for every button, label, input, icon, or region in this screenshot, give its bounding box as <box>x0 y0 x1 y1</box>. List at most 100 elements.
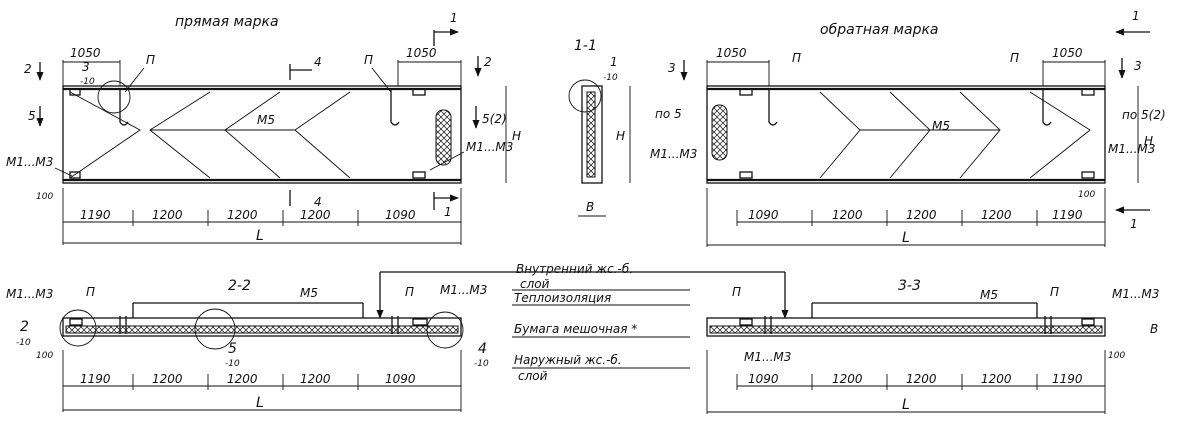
front-cut4-bottom: 4 <box>314 195 322 209</box>
s33-dim-2: 1200 <box>832 372 863 386</box>
reverse-loop-label-right: П <box>1010 51 1019 65</box>
front-dim-5: 1090 <box>385 208 416 222</box>
s22-edge: 100 <box>36 351 53 361</box>
s22-c2-sub: -10 <box>16 338 31 348</box>
s22-title: 2-2 <box>228 278 251 294</box>
front-embed-left: M1...M3 <box>6 155 53 169</box>
reverse-cut1-top: 1 <box>1132 9 1140 23</box>
layer-legend: Внутренний жс.-б. слой Теплоизоляция Бум… <box>376 262 789 383</box>
front-view: прямая марка M5 П П 3 -10 M1...M3 M1...M… <box>6 11 521 245</box>
layer-outer-2: слой <box>518 369 548 383</box>
s33-title: 3-3 <box>898 278 921 294</box>
s33-dim-3: 1200 <box>906 372 937 386</box>
front-total: L <box>256 228 264 244</box>
front-panel-outline <box>62 85 462 184</box>
section-1-1: 1-1 1 -10 H B <box>568 38 631 217</box>
s22-embed-right: M1...M3 <box>440 283 487 297</box>
s22-c2: 2 <box>20 319 29 335</box>
s22-dim-1: 1190 <box>80 372 111 386</box>
reverse-edge: 100 <box>1078 190 1095 200</box>
reverse-dim-1: 1090 <box>748 208 779 222</box>
s11-title: 1-1 <box>574 38 597 54</box>
front-cut1-bottom: 1 <box>444 205 452 219</box>
s22-c5-sub: -10 <box>225 359 240 369</box>
s11-callout: 1 <box>610 55 618 69</box>
reverse-title: обратная марка <box>820 22 939 38</box>
reverse-po5b: по 5(2) <box>1122 108 1166 122</box>
s22-dim-2: 1200 <box>152 372 183 386</box>
front-edge: 100 <box>36 192 53 202</box>
front-height: H <box>512 129 521 143</box>
s22-c4: 4 <box>478 341 487 357</box>
section-3-3: 3-3 M5 П П M1...M3 M1...M3 B 100 1090 12… <box>706 278 1159 414</box>
s11-height: H <box>616 129 625 143</box>
s22-embed-left: M1...M3 <box>6 287 53 301</box>
s22-loop-left: П <box>86 285 95 299</box>
layer-outer-1: Наружный жс.-б. <box>514 353 622 367</box>
reverse-dim-4: 1200 <box>981 208 1012 222</box>
front-cut1-top: 1 <box>450 11 458 25</box>
s33-width: B <box>1150 322 1158 336</box>
s11-width: B <box>586 200 594 214</box>
front-embed-right: M1...M3 <box>466 140 513 154</box>
s33-embed-bottom: M1...M3 <box>744 350 791 364</box>
s11-callout-sub: -10 <box>603 73 618 83</box>
section-2-2: 2-2 M5 П П M1...M3 M1...M3 2 -10 5 -10 4… <box>6 278 489 412</box>
s33-dim-1: 1090 <box>748 372 779 386</box>
front-loop-right <box>390 88 400 126</box>
front-hatched-insert <box>435 109 452 166</box>
s22-dim-3: 1200 <box>227 372 258 386</box>
front-callout-sub: -10 <box>80 77 95 87</box>
reverse-cut1-bottom: 1 <box>1130 217 1138 231</box>
reverse-po5: по 5 <box>655 107 682 121</box>
front-dim-3: 1200 <box>227 208 258 222</box>
s22-total: L <box>256 395 264 411</box>
front-title: прямая марка <box>175 14 279 30</box>
reverse-loop-label-left: П <box>792 51 801 65</box>
front-mesh-label: M5 <box>257 113 275 127</box>
front-callout-num: 3 <box>82 60 90 74</box>
reverse-dim-5: 1190 <box>1052 208 1083 222</box>
front-loop-label-right: П <box>364 53 373 67</box>
front-cut2-right: 2 <box>484 55 492 69</box>
front-callout-circle <box>97 80 131 114</box>
s33-loop-right: П <box>1050 285 1059 299</box>
s22-c4-sub: -10 <box>474 359 489 369</box>
reverse-cut3-left: 3 <box>668 61 676 75</box>
s33-mesh: M5 <box>980 288 998 302</box>
s22-dim-4: 1200 <box>300 372 331 386</box>
reverse-total: L <box>902 230 910 246</box>
reverse-view: обратная марка M5 П П M1...M3 M1...M3 10… <box>650 9 1166 247</box>
s22-loop-right: П <box>405 285 414 299</box>
reverse-height: H <box>1144 134 1153 148</box>
layer-insulation: Теплоизоляция <box>514 291 611 305</box>
front-cut2-left: 2 <box>24 62 32 76</box>
reverse-dim-top-right: 1050 <box>1052 46 1083 60</box>
reverse-embed-left: M1...M3 <box>650 147 697 161</box>
layer-inner-1: Внутренний жс.-б. <box>516 262 633 276</box>
front-loop-label-left: П <box>146 53 155 67</box>
layer-paper: Бумага мешочная * <box>514 322 637 336</box>
s33-loop-left: П <box>732 285 741 299</box>
front-dim-top-right: 1050 <box>406 46 437 60</box>
reverse-dim-top-left: 1050 <box>716 46 747 60</box>
s33-dim-4: 1200 <box>981 372 1012 386</box>
front-dim-top-left: 1050 <box>70 46 101 60</box>
reverse-panel-outline <box>706 85 1106 184</box>
reverse-dim-3: 1200 <box>906 208 937 222</box>
reverse-cut3-right: 3 <box>1134 59 1142 73</box>
front-cut4-top: 4 <box>314 55 322 69</box>
s33-edge: 100 <box>1108 351 1125 361</box>
s33-dim-5: 1190 <box>1052 372 1083 386</box>
front-dim-1: 1190 <box>80 208 111 222</box>
front-loop-left <box>119 88 129 126</box>
front-dim-2: 1200 <box>152 208 183 222</box>
layer-inner-2: слой <box>520 277 550 291</box>
s33-embed-right: M1...M3 <box>1112 287 1159 301</box>
front-cut5: 5 <box>28 109 36 123</box>
reverse-dim-2: 1200 <box>832 208 863 222</box>
s22-mesh: M5 <box>300 286 318 300</box>
reverse-mesh-label: M5 <box>932 119 950 133</box>
front-cut5b: 5(2) <box>482 112 507 126</box>
